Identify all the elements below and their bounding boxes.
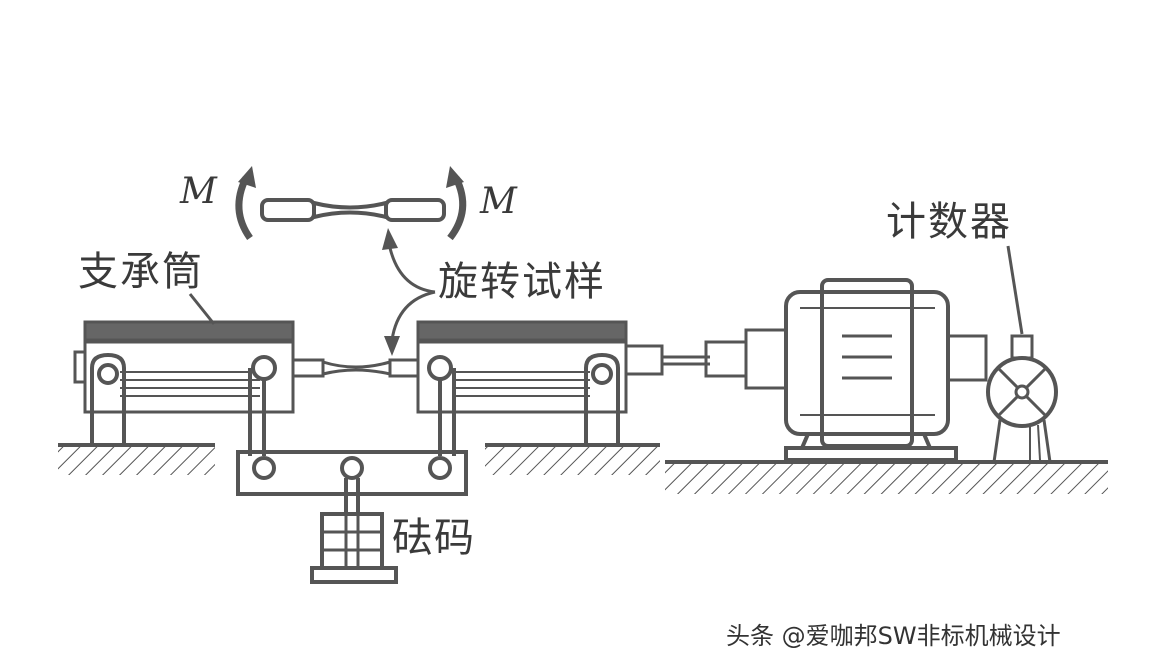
- rotating-specimen-label: 旋转试样: [438, 259, 606, 305]
- moment-label-left: M: [180, 171, 217, 212]
- ground-middle: [485, 443, 660, 475]
- motor: [784, 278, 988, 462]
- support-cylinder-leader: [188, 293, 216, 325]
- moment-arrow-right: [446, 166, 467, 241]
- counter-device: [986, 245, 1058, 463]
- moment-label-right: M: [480, 181, 517, 222]
- moment-arrow-left: [235, 166, 256, 241]
- support-cylinder-label: 支承筒: [78, 249, 204, 295]
- counter-label: 计数器: [886, 199, 1012, 245]
- loading-frame: [236, 368, 468, 514]
- drive-shaft: [662, 328, 788, 390]
- ground-right: [665, 460, 1108, 494]
- specimen-detail: [260, 198, 446, 222]
- specimen-leader-arrows: [382, 228, 436, 356]
- weights-stack: [310, 512, 398, 584]
- specimen-shaft: [291, 358, 420, 378]
- watermark-text: 头条 @爱咖邦SW非标机械设计: [726, 622, 1061, 650]
- support-cylinder-left: [73, 320, 295, 445]
- support-cylinder-right: [416, 320, 664, 445]
- ground-left: [58, 443, 215, 475]
- weights-label: 砝码: [392, 515, 476, 561]
